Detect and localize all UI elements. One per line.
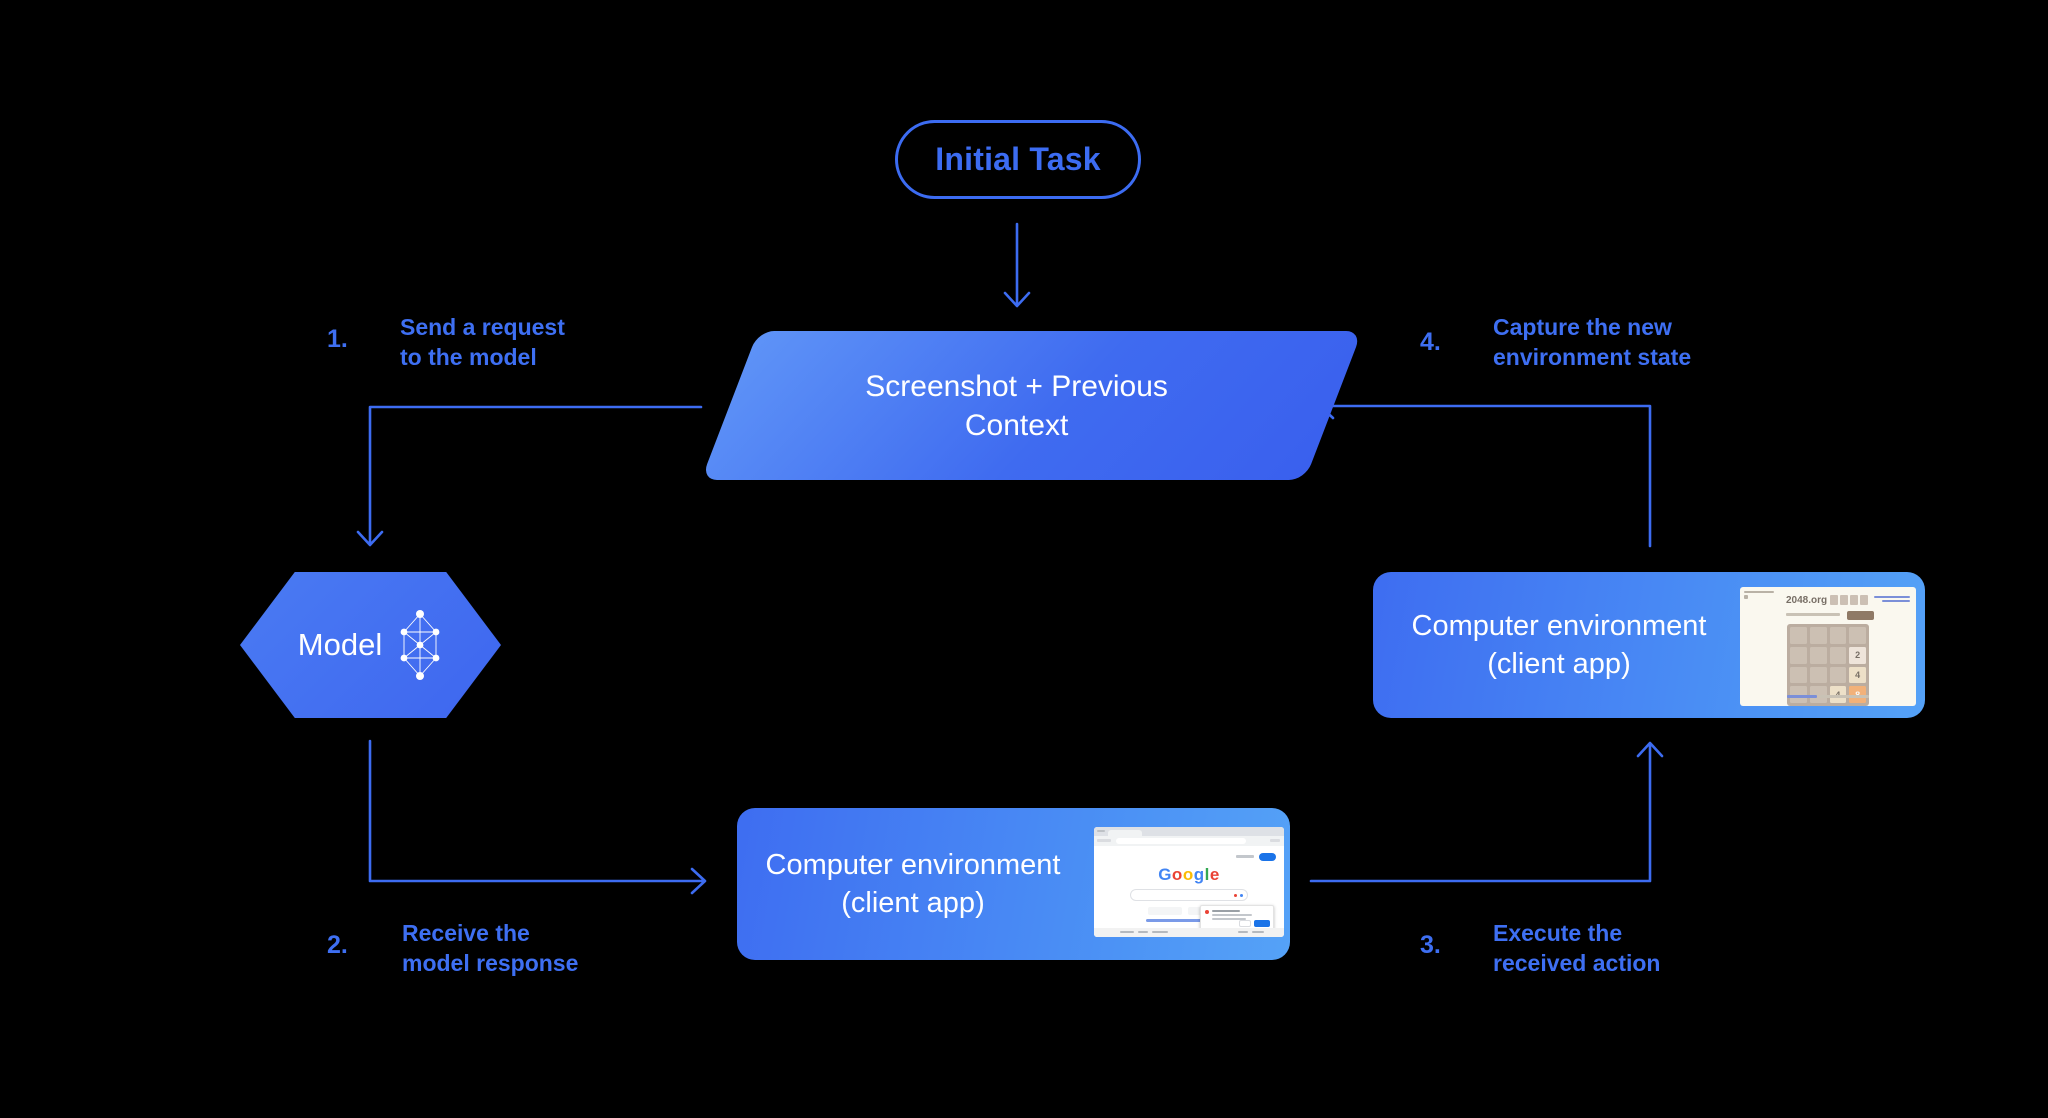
text-line — [1212, 910, 1240, 912]
tile-8: 8 — [1849, 686, 1866, 703]
google-footer — [1094, 928, 1284, 937]
grid-cell — [1809, 666, 1827, 684]
step-3-number: 3. — [1420, 931, 1441, 959]
computer-env-right-label: Computer environment (client app) — [1411, 610, 1707, 680]
initial-task-node: Initial Task — [895, 120, 1141, 199]
step-2-label: Receive the model response — [402, 920, 579, 976]
dialog-secondary-button — [1239, 920, 1251, 927]
screenshot-context-node: Screenshot + Previous Context — [701, 331, 1363, 480]
neural-network-icon — [400, 610, 440, 680]
screenshot-context-label: Screenshot + Previous Context — [865, 369, 1168, 442]
tile-4: 4 — [1849, 666, 1866, 684]
text-line — [1820, 695, 1869, 698]
arrow-task-to-context — [1003, 222, 1031, 308]
footer-link — [1120, 931, 1134, 933]
grid-cell — [1790, 646, 1807, 664]
computer-env-bottom-label: Computer environment (client app) — [765, 849, 1061, 919]
google-logo: Google — [1158, 865, 1220, 884]
sign-in-button — [1259, 853, 1276, 861]
dialog-primary-button — [1254, 920, 1270, 927]
google-search-button — [1148, 907, 1182, 915]
nav-buttons — [1097, 839, 1111, 842]
tile-4: 4 — [1829, 686, 1847, 703]
dialog-avatar — [1205, 910, 1209, 914]
text-line — [1882, 600, 1910, 602]
grid-cell — [1809, 627, 1827, 644]
step-3-label: Execute the received action — [1493, 920, 1661, 976]
score-box — [1860, 595, 1868, 605]
footer-link — [1138, 931, 1148, 933]
text-line — [1874, 596, 1910, 598]
browser-address-bar — [1094, 836, 1284, 846]
text-line — [1212, 914, 1252, 916]
window-controls — [1097, 830, 1105, 832]
grid-cell — [1790, 627, 1807, 644]
text-line — [1786, 613, 1840, 616]
arrow-context-to-model — [356, 405, 703, 547]
step-4-label: Capture the new environment state — [1493, 314, 1692, 370]
2048-grid: 2 4 4 8 — [1787, 624, 1869, 706]
text-line — [1744, 591, 1774, 593]
tile-2: 2 — [1849, 646, 1866, 664]
2048-site-title: 2048.org — [1786, 595, 1828, 606]
text-line — [1212, 918, 1246, 920]
step-4-number: 4. — [1420, 328, 1441, 356]
grid-cell — [1790, 666, 1807, 684]
header-links — [1236, 855, 1254, 858]
model-label: Model — [297, 627, 383, 662]
footer-link — [1152, 931, 1168, 933]
initial-task-label: Initial Task — [935, 141, 1101, 177]
url-field — [1116, 838, 1246, 844]
arrow-env-to-context — [1318, 392, 1652, 548]
step-1-number: 1. — [327, 325, 348, 353]
browser-tab-strip — [1094, 827, 1284, 836]
computer-env-bottom-node: Computer environment (client app) Google — [737, 808, 1290, 960]
grid-cell — [1809, 646, 1827, 664]
browser-tab — [1108, 830, 1142, 836]
grid-cell — [1809, 686, 1827, 703]
model-node: Model — [240, 572, 501, 718]
search-input — [1130, 889, 1248, 901]
score-box — [1840, 595, 1848, 605]
footer-link — [1252, 931, 1264, 933]
new-game-button — [1847, 611, 1874, 620]
arrow-env-to-env — [1309, 741, 1664, 883]
computer-env-right-node: Computer environment (client app) 2048.o… — [1373, 572, 1925, 718]
google-homepage-screenshot: Google — [1094, 827, 1284, 937]
mic-icon — [1240, 894, 1243, 897]
grid-cell — [1829, 666, 1847, 684]
score-box — [1830, 595, 1838, 605]
promo-link-line — [1146, 919, 1232, 922]
2048-game-screenshot: 2048.org 2 4 4 8 — [1740, 587, 1916, 706]
arrow-model-to-env — [368, 739, 707, 895]
browser-menu-icon — [1270, 839, 1280, 842]
grid-cell — [1790, 686, 1807, 703]
footer-link — [1238, 931, 1248, 933]
grid-cell — [1829, 627, 1847, 644]
favicon-placeholder — [1744, 595, 1748, 599]
link-line — [1787, 695, 1817, 698]
lens-icon — [1234, 894, 1237, 897]
score-box — [1850, 595, 1858, 605]
grid-cell — [1849, 627, 1866, 644]
signin-dialog — [1200, 905, 1274, 931]
step-1-label: Send a request to the model — [400, 314, 565, 370]
grid-cell — [1829, 646, 1847, 664]
step-2-number: 2. — [327, 931, 348, 959]
